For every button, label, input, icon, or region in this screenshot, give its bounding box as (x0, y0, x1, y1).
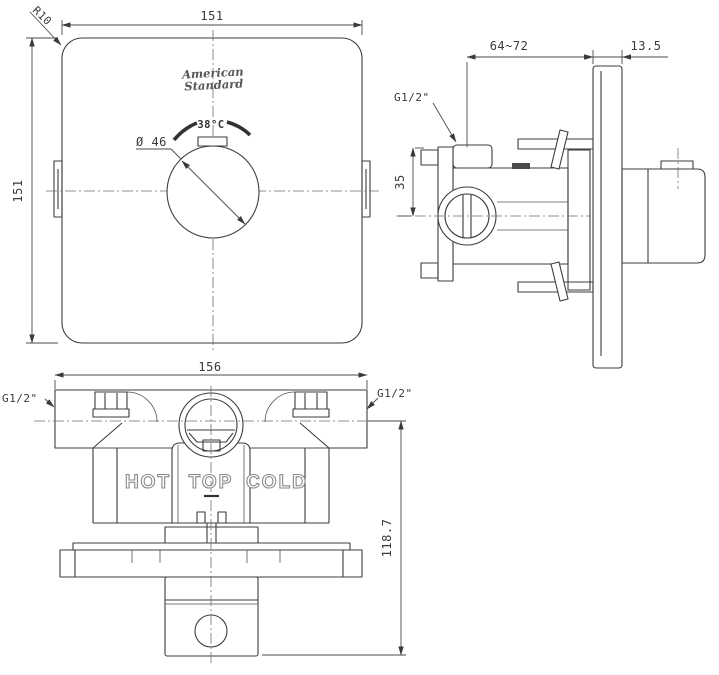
plate-thickness-label: 13.5 (631, 39, 662, 53)
cold-port-label: COLD (246, 472, 308, 493)
wall-plate-edge (592, 65, 623, 369)
left-thread-leader (44, 398, 55, 408)
knob-side (621, 148, 706, 264)
bottom-width-dimension (54, 372, 368, 389)
side-depth-label: 64~72 (490, 39, 529, 53)
temp-arc-right (226, 120, 252, 137)
right-thread-leader (366, 397, 379, 410)
knob-diameter-line (181, 160, 246, 225)
temperature-label: 38°C (197, 119, 224, 131)
corner-radius-leader (29, 11, 62, 46)
front-view: 151 151 R10 Ø 46 38°C American Standard (11, 4, 379, 353)
valve-body-side (420, 129, 594, 302)
bottom-width-label: 156 (198, 360, 221, 374)
fillet-left (126, 391, 158, 423)
bottom-view: 156 118.7 G1/2" G1/2" HOT TOP COLD (2, 360, 413, 664)
bottom-height-dimension (262, 420, 406, 656)
brand-logo-line1: American (181, 64, 244, 81)
inlet-offset-dimension (398, 147, 424, 217)
bottom-height-label: 118.7 (380, 519, 394, 558)
temp-arc-left (172, 121, 198, 142)
side-view: 64~72 13.5 35 G1/2" (393, 39, 706, 369)
front-width-label: 151 (200, 9, 223, 23)
fillet-right (264, 391, 296, 423)
left-thread-label: G1/2" (2, 392, 38, 405)
corner-radius-label: R10 (30, 4, 54, 28)
hot-port-label: HOT (125, 472, 171, 493)
side-depth-dimension (466, 50, 594, 147)
top-port-label: TOP (189, 472, 234, 493)
brand-logo-line2: Standard (184, 76, 244, 93)
front-height-label: 151 (11, 179, 25, 202)
knob-bottom (164, 576, 259, 657)
right-inlet-nut (292, 391, 330, 418)
knob-diameter-label: Ø 46 (136, 135, 167, 149)
inlet-offset-label: 35 (393, 174, 407, 189)
side-thread-label: G1/2" (394, 91, 430, 104)
knob-diameter-leader (136, 148, 182, 160)
left-inlet-nut (92, 391, 130, 418)
right-thread-label: G1/2" (377, 387, 413, 400)
front-height-dimension (26, 37, 58, 344)
side-thread-leader (432, 102, 457, 143)
plate-thickness-dimension (572, 50, 668, 64)
knob-safety-button (197, 136, 228, 147)
faceplate-side-tabs (53, 160, 371, 218)
front-width-dimension (61, 20, 363, 35)
